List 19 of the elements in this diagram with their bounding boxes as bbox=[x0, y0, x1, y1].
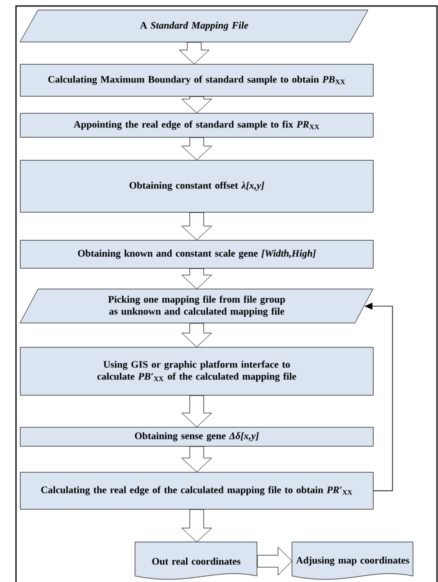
process-box: Calculating Maximum Boundary of standard sample to obtain PB$_{XX}$ bbox=[20, 64, 374, 96]
input-parallelogram: A Standard Mapping File bbox=[20, 10, 368, 42]
block-arrow bbox=[182, 96, 212, 114]
block-arrow bbox=[182, 395, 212, 428]
block-arrow bbox=[179, 42, 210, 64]
process-box: Appointing the real edge of standard sample to fix PR$_{XX}$ bbox=[20, 113, 374, 138]
block-arrow bbox=[182, 446, 212, 472]
block-arrow bbox=[182, 323, 212, 348]
process-box: Obtaining known and constant scale gene [Width,High] bbox=[20, 240, 374, 268]
process-box: Obtaining sense gene Δδ[x,y] bbox=[20, 427, 374, 446]
block-arrow bbox=[182, 268, 212, 290]
process-box: Obtaining constant offset λ[x,y] bbox=[20, 160, 374, 212]
process-box: Calculating the real edge of the calculated mapping file to obtain PR′$_{XX}$ bbox=[20, 472, 374, 510]
process-box: Using GIS or graphic platform interface to calculate PB′$_{XX}$ of the calculated mapping file bbox=[20, 347, 374, 396]
input-parallelogram: Picking one mapping file from file group as unknown and calculated mapping file bbox=[20, 288, 374, 324]
block-arrow bbox=[257, 547, 292, 576]
block-arrow bbox=[182, 212, 212, 240]
block-arrow bbox=[182, 137, 212, 160]
block-arrow bbox=[182, 509, 212, 542]
